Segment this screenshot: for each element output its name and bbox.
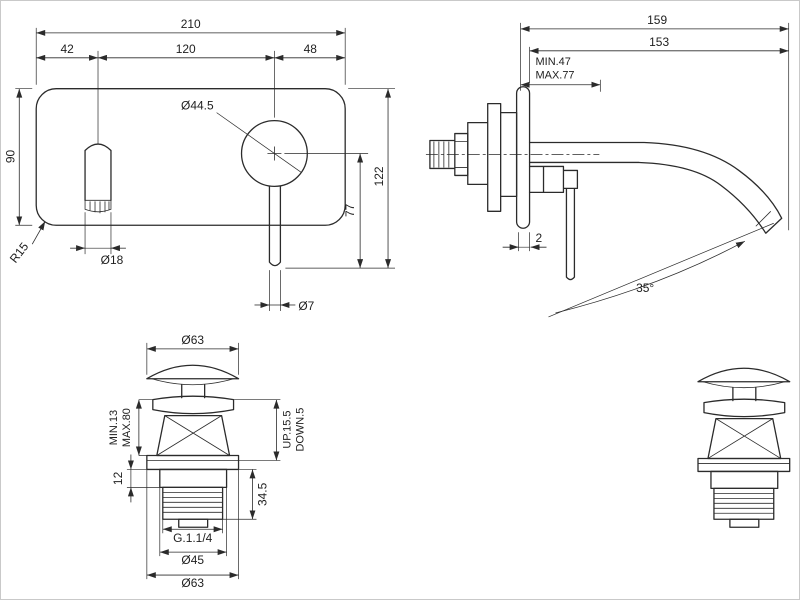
dim-label: Ø44.5 <box>181 99 214 113</box>
leader-corner-radius <box>31 221 46 245</box>
drain-crown-braces <box>156 415 230 456</box>
lever-front <box>268 185 282 267</box>
dim-label: Ø18 <box>101 253 124 267</box>
dim-label: Ø63 <box>181 333 204 347</box>
dim-label: 159 <box>647 13 667 27</box>
drain-gasket <box>703 398 786 418</box>
drain-cap-rim <box>702 381 785 389</box>
dim-label: 12 <box>111 471 125 485</box>
dim-label: Ø63 <box>181 576 204 590</box>
drain-collar <box>159 468 228 489</box>
drain-cap <box>697 367 791 383</box>
drain-gasket <box>152 395 235 415</box>
dim-label: 48 <box>304 42 318 56</box>
escutcheon-side <box>515 86 531 229</box>
dim-label: 90 <box>3 149 17 163</box>
dim-label: Ø7 <box>298 299 314 313</box>
dim-label: R15 <box>7 239 32 265</box>
dim-label: 120 <box>176 42 196 56</box>
drain-pictorial-view <box>697 367 791 528</box>
drain-tailpiece <box>729 518 760 528</box>
drain-collar <box>710 470 779 490</box>
drain-flange <box>697 457 791 473</box>
drain-thread-lines <box>713 492 774 514</box>
dim-label: MIN.13 <box>108 410 120 445</box>
dim-label: MIN.47 <box>536 56 571 68</box>
dim-label: 2 <box>536 231 543 245</box>
spout-tip-line <box>755 211 772 227</box>
dim-label: 153 <box>649 35 669 49</box>
drain-thread-lines <box>162 491 223 513</box>
leader-handle-diameter <box>216 112 302 173</box>
wall-plate-outline <box>35 88 346 226</box>
dim-label: 35° <box>636 281 654 295</box>
valve-body <box>467 103 518 212</box>
spout-side <box>528 141 783 234</box>
drain-cap <box>146 364 240 380</box>
drain-cap-rim <box>151 378 234 386</box>
dim-label: 34.5 <box>255 482 269 506</box>
drain-flange <box>146 454 240 471</box>
drain-crown <box>156 414 231 457</box>
drain-crown-braces <box>707 418 781 459</box>
angle-reference-line <box>548 222 774 318</box>
front-view: 210 42 120 48 90 R15 Ø44.5 Ø18 Ø7 77 122 <box>3 17 396 313</box>
spout-aerator <box>84 199 112 214</box>
dim-label: UP.15.5 <box>281 410 293 448</box>
dim-label: MAX.77 <box>536 70 575 82</box>
side-view: 159 153 MIN.47 MAX.77 2 35° <box>425 13 790 318</box>
spout-front <box>84 143 112 201</box>
dim-label: 77 <box>343 203 357 217</box>
side-extension-lines <box>518 22 790 252</box>
dim-label: DOWN.5 <box>294 408 306 452</box>
drain-tailpiece <box>178 518 209 528</box>
front-extension-lines <box>15 27 396 311</box>
dim-label: G.1.1/4 <box>173 531 213 545</box>
dim-label: Ø45 <box>181 553 204 567</box>
handle-side <box>528 165 579 281</box>
drain-neck <box>732 387 757 402</box>
drain-neck <box>181 384 206 399</box>
drain-section-view: Ø63 MIN.13 MAX.80 UP.15.5 DOWN.5 34.5 12… <box>108 333 306 590</box>
angle-arc <box>555 240 746 314</box>
drain-crown <box>707 417 782 460</box>
dim-label: MAX.80 <box>121 408 133 447</box>
inlet-nut <box>429 132 469 177</box>
dim-label: 210 <box>181 17 201 31</box>
dim-label: 122 <box>372 166 386 186</box>
dim-label: 42 <box>60 42 74 56</box>
